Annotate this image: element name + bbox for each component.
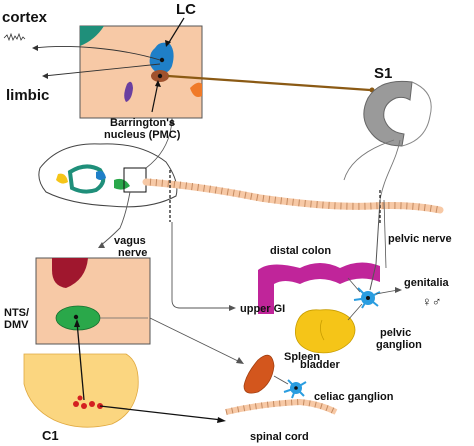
celiac-to-spleen	[273, 375, 289, 385]
s1-descending-fiber	[379, 139, 401, 201]
pelvic-nerve-fiber	[369, 199, 381, 291]
bladder-label: bladder	[300, 359, 340, 371]
spleen-arrowhead	[236, 357, 244, 364]
rat-brain-outline	[38, 143, 178, 208]
spinal-cross-section-outline	[401, 81, 432, 147]
inset-purple-region	[124, 81, 133, 102]
cortex-label: cortex	[2, 9, 48, 26]
nts-dark-red-region	[52, 258, 88, 288]
lc-pointer	[167, 17, 185, 45]
barrington-label-line1: Barrington's	[110, 117, 175, 129]
bladder-organ	[295, 309, 356, 354]
pelvic-ganglion-neuron	[353, 287, 381, 309]
rat-spinal-cord	[142, 178, 444, 214]
rat-brain-teal-region	[67, 164, 106, 194]
c1-to-celiac-head	[217, 417, 226, 423]
nts-label-line1: NTS/	[4, 307, 29, 319]
pelvic-to-bladder	[347, 303, 363, 321]
limbic-projection	[43, 63, 161, 77]
barrington-label-line2: nucleus (PMC)	[104, 129, 181, 141]
pmc-pointer-head	[155, 80, 161, 87]
s1-label: S1	[374, 65, 392, 82]
vagus-to-upper-gi	[171, 222, 232, 309]
vagus-label-line2: nerve	[118, 247, 147, 259]
sex-symbols-label: ♀♂	[422, 294, 442, 309]
nts-cell-dot	[73, 314, 79, 320]
pmc-to-s1-tract	[167, 74, 371, 92]
rat-brain-yellow-region	[56, 173, 68, 184]
rat-brain-blue-region	[96, 170, 106, 180]
spinal-cross-section-s1	[363, 80, 413, 147]
pmc-pointer	[151, 82, 159, 113]
pelvic-to-genitalia	[375, 289, 399, 295]
limbic-label: limbic	[6, 87, 49, 104]
cortex-arrowhead	[32, 45, 38, 51]
c1-label: C1	[42, 428, 59, 443]
pelvic-to-colon	[347, 277, 361, 293]
spinal-cord-label: spinal cord	[250, 431, 309, 443]
c1-to-nts-projection	[76, 321, 85, 401]
upper-gi-arrowhead	[229, 305, 236, 311]
c1-medulla-section	[23, 353, 139, 428]
bladder-detail	[320, 319, 325, 341]
brainstem-inset	[79, 25, 203, 119]
spleen-organ	[243, 354, 275, 394]
celiac-ganglion-neuron	[283, 379, 307, 399]
cortex-projection	[33, 46, 161, 61]
c1-to-celiac-projection	[99, 405, 223, 421]
c1-neuron-cluster	[73, 395, 103, 409]
celiac-ganglion-label: celiac ganglion	[314, 391, 394, 403]
nts-label-line2: DMV	[4, 319, 29, 331]
pelvic-nerve-fiber-2	[383, 199, 387, 269]
vagus-label-line1: vagus	[114, 235, 146, 247]
vagus-arrowhead	[98, 242, 105, 248]
spleen-label: Spleen	[284, 351, 320, 363]
inset-orange-region	[190, 82, 202, 97]
lc-pointer-head	[165, 40, 171, 47]
distal-colon-organ	[258, 262, 380, 314]
eeg-trace-icon	[3, 32, 26, 42]
lower-spinal-cord	[225, 398, 338, 415]
s1-ascending-fiber	[343, 139, 395, 181]
inset-teal-region	[80, 26, 104, 46]
genitalia-arrowhead	[395, 287, 402, 293]
genitalia-label: genitalia	[404, 277, 450, 289]
c1-to-nts-head	[74, 319, 80, 327]
zoom-box-connector-head	[169, 118, 175, 125]
vagus-nerve-line	[99, 191, 131, 247]
pelvic-ganglion-label-line2: ganglion	[376, 339, 422, 351]
upper-gi-label: upper GI	[240, 303, 285, 315]
pelvic-nerve-label: pelvic nerve	[388, 233, 452, 245]
distal-colon-label: distal colon	[270, 245, 331, 257]
lc-cell-dot	[159, 57, 165, 63]
rat-brain-green-region	[114, 178, 130, 190]
pmc-cell-dot	[157, 73, 163, 79]
pelvic-ganglion-label-line1: pelvic	[380, 327, 411, 339]
limbic-arrowhead	[42, 73, 48, 79]
lc-label: LC	[176, 1, 196, 18]
nts-to-spleen	[149, 317, 241, 363]
